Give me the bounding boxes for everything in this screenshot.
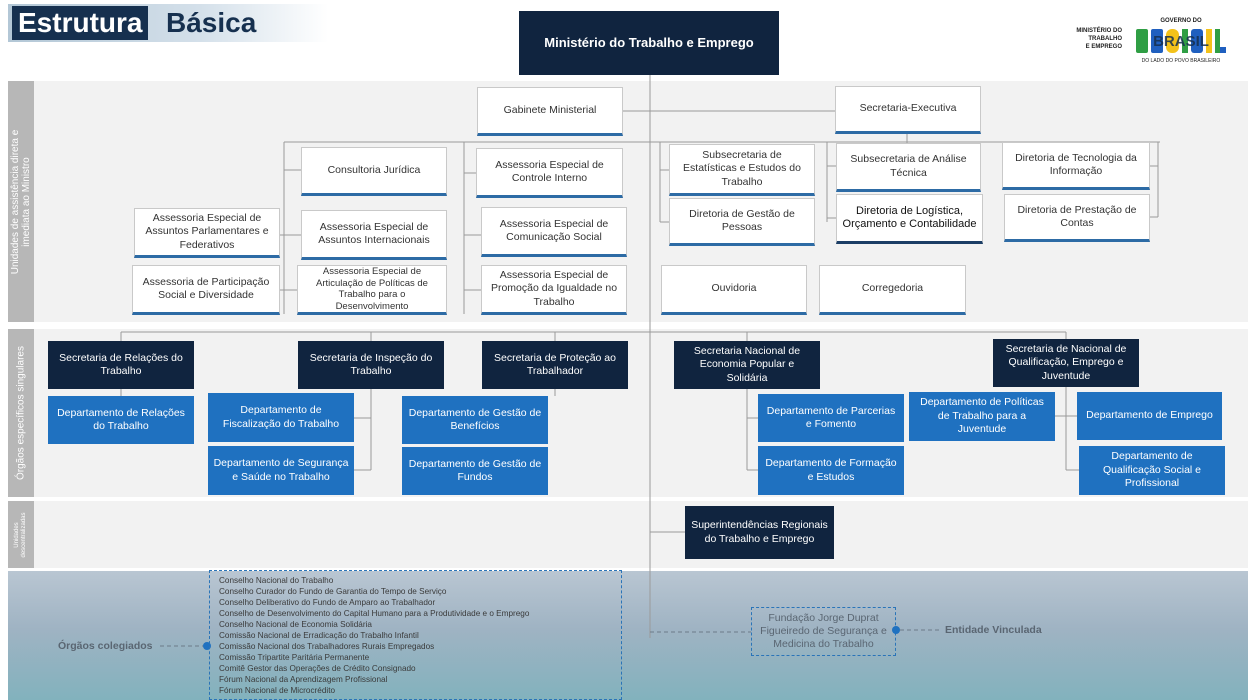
colegiado-item: Fórum Nacional de Microcrédito	[219, 686, 336, 695]
ministry-logo: MINISTÉRIO DO TRABALHO E EMPREGO	[1052, 27, 1122, 51]
node-dir-gestao-pessoas[interactable]: Diretoria de Gestão de Pessoas	[669, 198, 815, 246]
node-dep-formacao[interactable]: Departamento de Formação e Estudos	[758, 446, 904, 495]
node-articulacao-politicas[interactable]: Assessoria Especial de Articulação de Po…	[297, 265, 447, 315]
ministry-logo-line: E EMPREGO	[1085, 44, 1122, 50]
colegiado-item: Conselho Deliberativo do Fundo de Amparo…	[219, 598, 436, 607]
colegiado-item: Comissão Tripartite Paritária Permanente	[219, 653, 370, 662]
node-controle-interno[interactable]: Assessoria Especial de Controle Interno	[476, 148, 623, 198]
colegiado-item: Conselho de Desenvolvimento do Capital H…	[219, 609, 530, 618]
node-dir-prestacao-contas[interactable]: Diretoria de Prestação de Contas	[1004, 194, 1150, 242]
page-title-part2: Básica	[166, 7, 257, 38]
node-ministry[interactable]: Ministério do Trabalho e Emprego	[519, 11, 779, 75]
colegiados-label: Órgãos colegiados	[58, 640, 153, 652]
node-sec-protecao-trabalhador[interactable]: Secretaria de Proteção ao Trabalhador	[482, 341, 628, 389]
brasil-wordmark-icon: BRASIL	[1136, 29, 1226, 53]
node-superintendencias[interactable]: Superintendências Regionais do Trabalho …	[685, 506, 834, 559]
node-dep-beneficios[interactable]: Departamento de Gestão de Benefícios	[402, 396, 548, 444]
section-label-especificos: Órgãos específicos singulares	[8, 329, 34, 497]
node-dep-parcerias[interactable]: Departamento de Parcerias e Fomento	[758, 394, 904, 442]
node-participacao-social[interactable]: Assessoria de Participação Social e Dive…	[132, 265, 280, 315]
node-assuntos-internacionais[interactable]: Assessoria Especial de Assuntos Internac…	[301, 210, 447, 260]
node-dep-fundos[interactable]: Departamento de Gestão de Fundos	[402, 447, 548, 495]
node-fundacao-jorge-duprat[interactable]: Fundação Jorge Duprat Figueiredo de Segu…	[751, 607, 896, 656]
node-sec-inspecao[interactable]: Secretaria de Inspeção do Trabalho	[298, 341, 444, 389]
colegiado-item: Fórum Nacional da Aprendizagem Profissio…	[219, 675, 388, 684]
colegiados-connector-dot	[203, 642, 211, 650]
colegiados-list: Conselho Nacional do Trabalho Conselho C…	[209, 570, 622, 700]
node-comunicacao-social[interactable]: Assessoria Especial de Comunicação Socia…	[481, 207, 627, 257]
vinculada-label: Entidade Vinculada	[945, 624, 1042, 636]
node-consultoria-juridica[interactable]: Consultoria Jurídica	[301, 147, 447, 196]
node-subsec-estatisticas[interactable]: Subsecretaria de Estatísticas e Estudos …	[669, 144, 815, 196]
node-assuntos-parlamentares[interactable]: Assessoria Especial de Assuntos Parlamen…	[134, 208, 280, 258]
gov-logo-word: BRASIL	[1153, 33, 1209, 50]
node-dep-qualificacao-social[interactable]: Departamento de Qualificação Social e Pr…	[1079, 446, 1225, 495]
node-secretaria-executiva[interactable]: Secretaria-Executiva	[835, 86, 981, 134]
colegiado-item: Conselho Nacional de Economia Solidária	[219, 620, 372, 629]
node-sec-economia-solidaria[interactable]: Secretaria Nacional de Economia Popular …	[674, 341, 820, 389]
colegiado-item: Comissão Nacional de Erradicação do Trab…	[219, 631, 419, 640]
gov-logo-top: GOVERNO DO	[1160, 18, 1202, 24]
page-title-part1: Estrutura	[12, 6, 149, 40]
node-subsec-analise-tecnica[interactable]: Subsecretaria de Análise Técnica	[836, 143, 981, 192]
node-dep-juventude[interactable]: Departamento de Políticas de Trabalho pa…	[909, 392, 1055, 441]
node-dep-fiscalizacao[interactable]: Departamento de Fiscalização do Trabalho	[208, 393, 354, 442]
band-descentralizadas	[8, 501, 1248, 568]
page-title: Estrutura Básica	[8, 4, 328, 42]
node-sec-qualificacao-emprego[interactable]: Secretaria de Nacional de Qualificação, …	[993, 339, 1139, 387]
section-label-assistencia: Unidades de assistência direta e imediat…	[8, 81, 34, 322]
node-dep-relacoes-trabalho[interactable]: Departamento de Relações do Trabalho	[48, 396, 194, 444]
node-gabinete[interactable]: Gabinete Ministerial	[477, 87, 623, 136]
node-dep-seguranca-saude[interactable]: Departamento de Segurança e Saúde no Tra…	[208, 446, 354, 495]
node-corregedoria[interactable]: Corregedoria	[819, 265, 966, 315]
gov-logo-subtitle: DO LADO DO POVO BRASILEIRO	[1141, 58, 1221, 64]
node-dir-logistica[interactable]: Diretoria de Logística, Orçamento e Cont…	[836, 194, 983, 244]
ministry-logo-line: TRABALHO	[1088, 36, 1122, 42]
node-dep-emprego[interactable]: Departamento de Emprego	[1077, 392, 1222, 440]
node-ouvidoria[interactable]: Ouvidoria	[661, 265, 807, 315]
node-sec-relacoes-trabalho[interactable]: Secretaria de Relações do Trabalho	[48, 341, 194, 389]
colegiado-item: Comissão Nacional dos Trabalhadores Rura…	[219, 642, 435, 651]
vinculada-connector-dot	[892, 626, 900, 634]
node-dir-tecnologia[interactable]: Diretoria de Tecnologia da Informação	[1002, 142, 1150, 190]
colegiado-item: Conselho Curador do Fundo de Garantia do…	[219, 587, 447, 596]
ministry-logo-line: MINISTÉRIO DO	[1076, 28, 1122, 34]
colegiado-item: Conselho Nacional do Trabalho	[219, 576, 334, 585]
node-promocao-igualdade[interactable]: Assessoria Especial de Promoção da Igual…	[481, 265, 627, 315]
band-colegiados	[8, 571, 1248, 700]
colegiado-item: Comitê Gestor das Operações de Crédito C…	[219, 664, 416, 673]
section-label-descentralizadas: Unidades descentralizadas	[8, 501, 34, 568]
government-logo: GOVERNO DO BRASIL DO LADO DO POVO BRASIL…	[1134, 18, 1228, 66]
